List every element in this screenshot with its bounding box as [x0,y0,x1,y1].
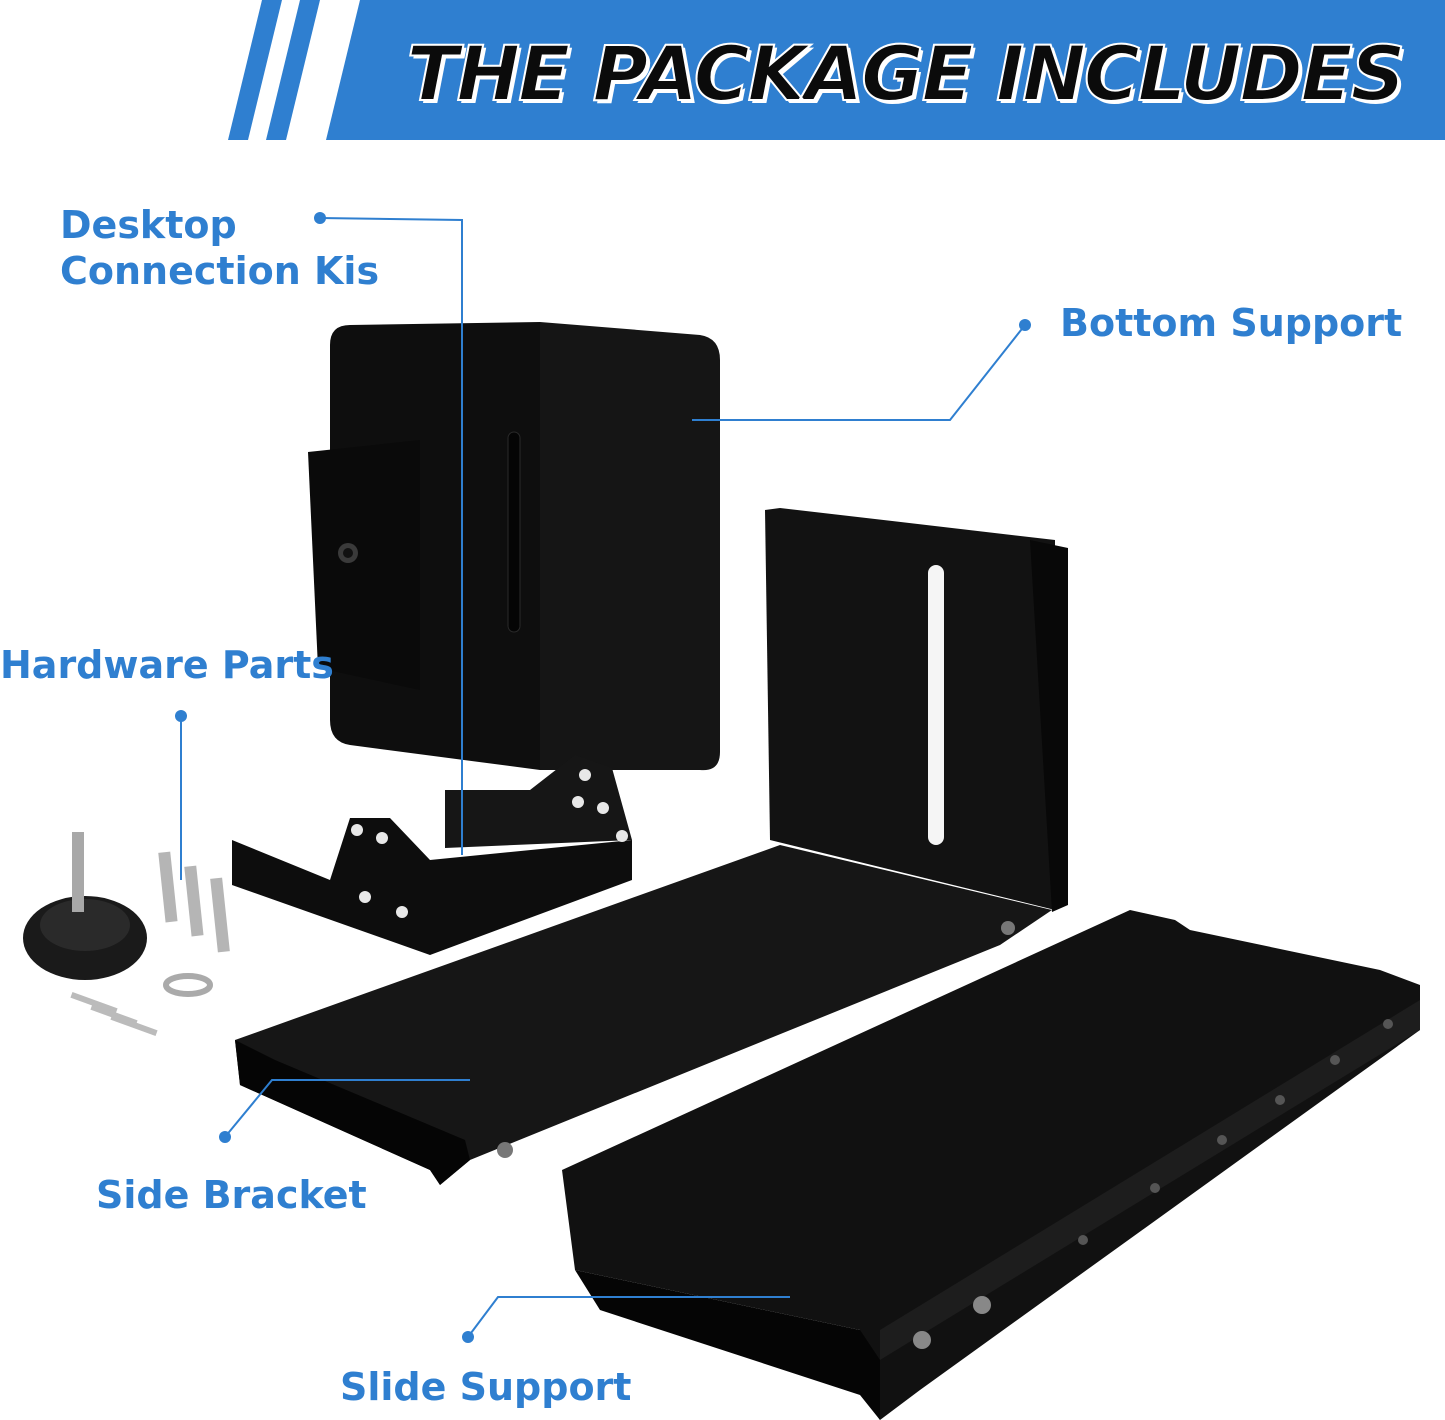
label-hardware-parts: Hardware Parts [0,643,334,687]
label-desktop-connection-line2: Connection Kis [60,249,380,293]
side-bracket-part [235,508,1068,1185]
callout-slide-support [467,1296,790,1338]
callout-lines [180,217,1026,1338]
banner-background [0,0,1445,160]
label-bottom-support: Bottom Support [1060,301,1403,345]
bottom-support-part [308,322,720,771]
label-side-bracket: Side Bracket [96,1173,367,1217]
callout-desktop-connection [319,217,463,855]
callout-side-bracket [224,1079,470,1138]
banner-stripe-1 [228,0,282,140]
slide-support-part [562,910,1420,1420]
hardware-parts [23,832,230,1037]
callout-bottom-support [692,324,1026,421]
banner-title: THE PACKAGE INCLUDES [406,28,1407,119]
callout-dots [175,212,1031,1343]
label-slide-support: Slide Support [340,1365,632,1409]
desktop-connection-part [232,755,632,955]
banner-stripe-2 [266,0,320,140]
label-desktop-connection-line1: Desktop [60,203,237,247]
banner-panel [326,0,1445,140]
